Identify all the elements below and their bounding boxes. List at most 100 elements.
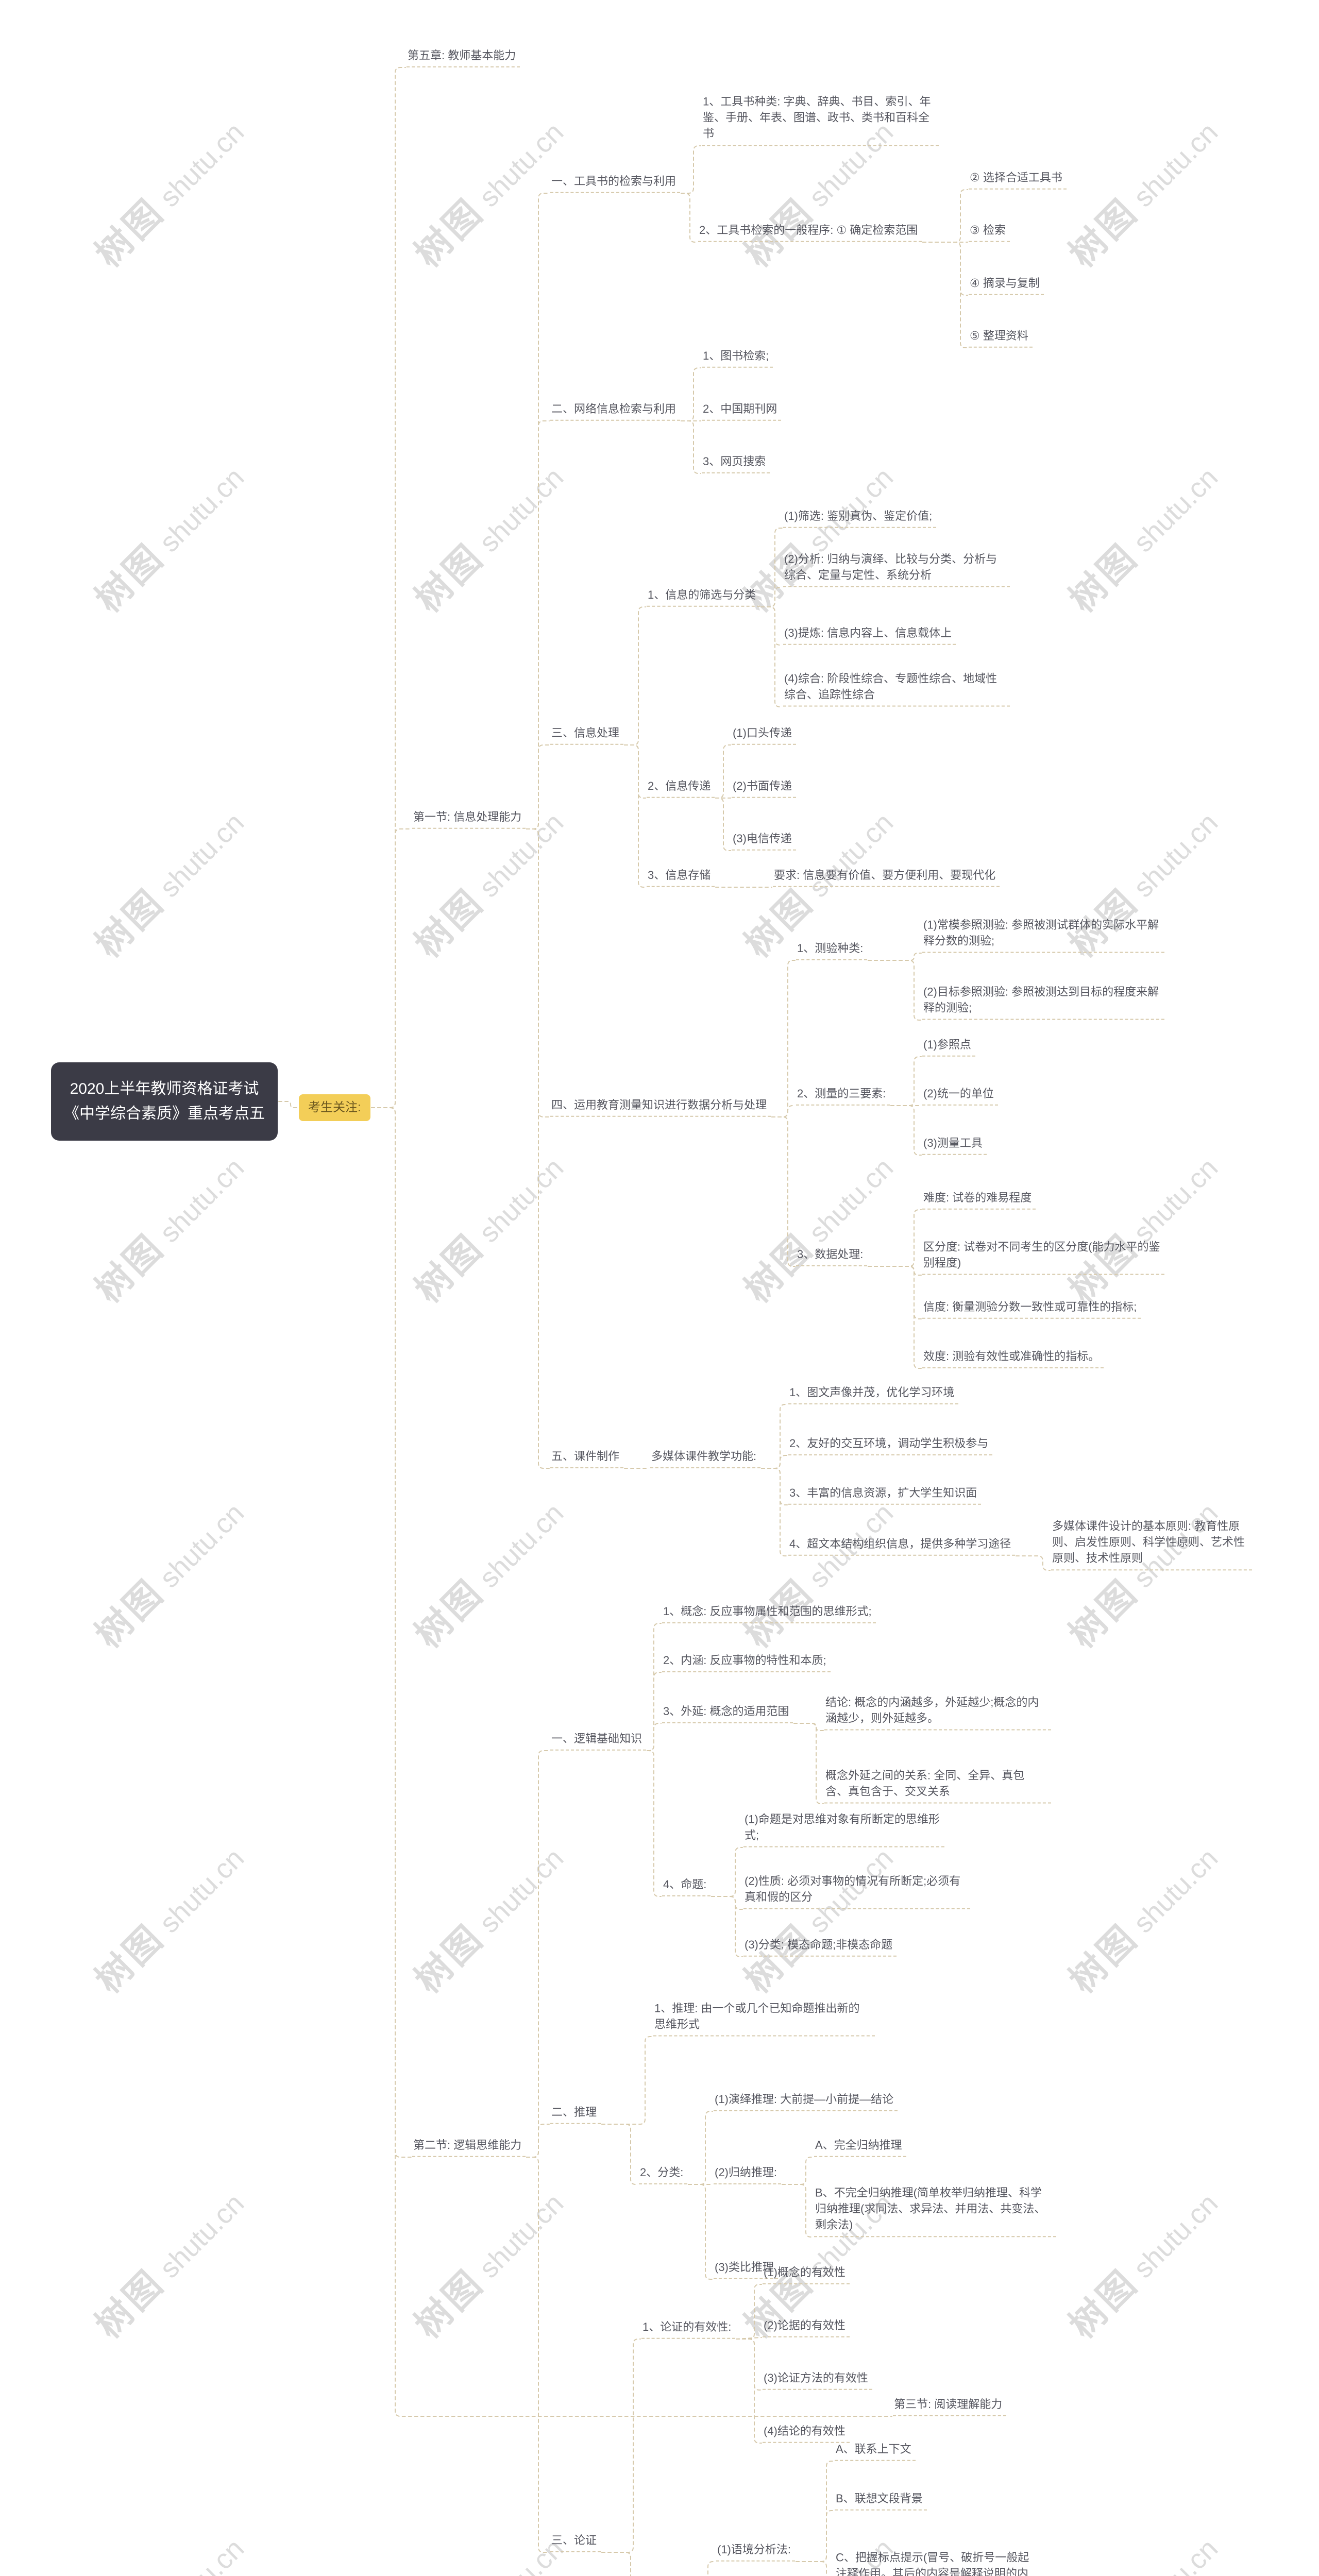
connector-edge [922,242,968,348]
connector-edge [526,2124,550,2158]
connector-edge [760,528,783,607]
mindmap-node[interactable]: 第三节: 阅读理解能力 [893,2396,1007,2416]
connector-edge [715,798,731,851]
mindmap-node[interactable]: 2、信息传递 [647,778,715,798]
connector-edge [796,2561,827,2576]
mindmap-node[interactable]: 难度: 试卷的难易程度 [922,1190,1036,1210]
connector-edge [736,2284,762,2340]
mindmap-node[interactable]: (1)筛选: 鉴别真伪、鉴定价值; [783,508,937,528]
mindmap-node[interactable]: 多媒体课件设计的基本原则: 教育性原则、启发性原则、科学性原则、艺术性原则、技术… [1051,1518,1252,1570]
mindmap-node[interactable]: (1)命题是对思维对象有所断定的思维形式; [743,1811,944,1848]
connector-edge [771,1105,796,1117]
mindmap-node[interactable]: 3、信息存储 [647,867,715,887]
connector-edge [711,1847,743,1897]
mindmap-node[interactable]: 三、信息处理 [550,725,624,745]
mindmap-node[interactable]: A、完全归纳推理 [814,2137,906,2157]
mindmap-node[interactable]: 2、工具书检索的一般程序: ① 确定检索范围 [698,222,922,242]
mindmap-node[interactable]: 三、论证 [550,2532,601,2552]
mindmap-node[interactable]: 二、推理 [550,2104,601,2124]
mindmap-node[interactable]: (2)性质: 必须对事物的情况有所断定;必须有真和假的区分 [743,1873,970,1909]
mindmap-node[interactable]: 要求: 信息要有价值、要方便利用、要现代化 [773,867,1000,887]
mindmap-node[interactable]: (1)口头传递 [732,725,796,745]
mindmap-node[interactable]: 1、测验种类: [796,940,868,960]
connector-edge [796,2510,834,2562]
mindmap-node[interactable]: 五、课件制作 [550,1448,624,1468]
connector-edge [681,145,701,194]
mindmap-node[interactable]: (2)分析: 归纳与演绎、比较与分类、分析与综合、定量与定性、系统分析 [783,551,1010,587]
mindmap-node[interactable]: (3)分类: 模态命题;非模态命题 [743,1937,897,1957]
mindmap-node[interactable]: 1、图文声像并茂，优化学习环境 [788,1384,959,1404]
mindmap-node[interactable]: 概念外延之间的关系: 全同、全异、真包含、真包含于、交叉关系 [824,1768,1051,1804]
mindmap-node[interactable]: 3、外延: 概念的适用范围 [662,1703,793,1723]
mindmap-node[interactable]: 1、图书检索; [702,348,773,368]
mindmap-node[interactable]: (1)常模参照测验: 参照被测试群体的实际水平解释分数的测验; [922,917,1164,953]
mindmap-node[interactable]: (3)类比推理 [714,2259,778,2279]
mindmap-node[interactable]: 二、网络信息检索与利用 [550,401,681,421]
mindmap-node[interactable]: (4)结论的有效性 [763,2423,850,2443]
mindmap-node[interactable]: (2)目标参照测验: 参照被测达到目标的程度来解释的测验; [922,984,1164,1020]
mindmap-node[interactable]: 信度: 衡量测验分数一致性或可靠性的指标; [922,1299,1141,1319]
mindmap-node[interactable]: 4、命题: [662,1876,711,1896]
mindmap-node[interactable]: (1)语境分析法: [716,2541,796,2562]
mindmap-node[interactable]: 效度: 测验有效性或准确性的指标。 [922,1348,1104,1368]
mindmap-node[interactable]: 4、超文本结构组织信息，提供多种学习途径 [788,1536,1016,1556]
mindmap-node[interactable]: 结论: 概念的内涵越多，外延越少;概念的内涵越少，则外延越多。 [824,1694,1051,1731]
mindmap-node[interactable]: 四、运用教育测量知识进行数据分析与处理 [550,1097,771,1117]
mindmap-node[interactable]: 1、信息的筛选与分类 [647,587,760,607]
mindmap-node[interactable]: 第一节: 信息处理能力 [412,809,526,829]
mindmap-node[interactable]: 2、友好的交互环境，调动学生积极参与 [788,1435,993,1455]
mindmap-node[interactable]: 1、推理: 由一个或几个已知命题推出新的思维形式 [653,2001,875,2037]
mindmap-node[interactable]: 1、论证的有效性: [641,2319,736,2339]
mindmap-node[interactable]: 2、中国期刊网 [702,401,782,421]
mindmap-node[interactable]: C、把握标点提示(冒号、破折号一般起注释作用。其后的内容是解释说明的内容) [835,2549,1041,2576]
mindmap-node[interactable]: 一、逻辑基础知识 [550,1731,647,1751]
mindmap-node[interactable]: (2)论据的有效性 [763,2317,850,2337]
connector-edge [601,2338,641,2553]
mindmap-node[interactable]: A、联系上下文 [835,2441,916,2461]
mindmap-node[interactable]: 第二节: 逻辑思维能力 [412,2137,526,2157]
mindmap-node[interactable]: (3)测量工具 [922,1135,987,1155]
mindmap-node[interactable]: ⑤ 整理资料 [969,328,1033,348]
mindmap-node[interactable]: (2)统一的单位 [922,1086,998,1106]
mindmap-node[interactable]: 3、数据处理: [796,1246,868,1266]
mindmap-node[interactable]: 2、分类: [639,2164,688,2184]
connector-edge [922,189,968,243]
connector-edge [526,828,550,1469]
mindmap-node[interactable]: (1)演绎推理: 大前提—小前提—结论 [714,2091,898,2111]
mindmap-node[interactable]: B、不完全归纳推理(简单枚举归纳推理、科学归纳推理(求同法、求异法、并用法、共变… [814,2184,1056,2237]
mindmap-node[interactable]: 区分度: 试卷对不同考生的区分度(能力水平的鉴别程度) [922,1239,1164,1275]
mindmap-node[interactable]: ③ 检索 [969,222,1010,242]
connector-edge [761,1455,788,1469]
mindmap-node[interactable]: (1)概念的有效性 [763,2264,850,2284]
mindmap-node[interactable]: (4)综合: 阶段性综合、专题性综合、地域性综合、追踪性综合 [783,671,1010,707]
mindmap-node[interactable]: (1)参照点 [922,1037,975,1057]
connector-edge [647,1723,662,1751]
mindmap-node[interactable]: (2)书面传递 [732,778,796,798]
mindmap-node[interactable]: (3)电信传递 [732,831,796,851]
connector-edge [890,1105,922,1156]
mindmap-node[interactable]: ② 选择合适工具书 [969,170,1067,190]
mindmap-node[interactable]: ④ 摘录与复制 [969,275,1044,295]
mindmap-node[interactable]: (3)论证方法的有效性 [763,2370,872,2390]
root-node[interactable]: 2020上半年教师资格证考试《中学综合素质》重点考点五 [51,1062,278,1141]
mindmap-node[interactable]: 多媒体课件教学功能: [650,1448,761,1468]
mindmap-node[interactable]: 1、概念: 反应事物属性和范围的思维形式; [662,1603,876,1623]
mindmap-node[interactable]: 一、工具书的检索与利用 [550,173,681,193]
mindmap-node[interactable]: B、联想文段背景 [835,2490,927,2511]
mindmap-node[interactable]: 1、工具书种类: 字典、辞典、书目、索引、年鉴、手册、年表、图谱、政书、类书和百… [702,93,939,146]
connector-edge [1016,1555,1051,1571]
mindmap-node[interactable]: 2、内涵: 反应事物的特性和本质; [662,1652,831,1672]
connector-edge [715,744,731,799]
mindmap-node[interactable]: 3、丰富的信息资源，扩大学生知识面 [788,1485,982,1505]
connector-edge [711,1896,743,1957]
mindmap-node[interactable]: 第五章: 教师基本能力 [407,47,520,67]
mindmap-node[interactable]: 2、测量的三要素: [796,1086,890,1106]
connector-edge [736,2337,762,2340]
mindmap-node[interactable]: 3、网页搜索 [702,453,770,473]
mindmap-node[interactable]: (2)归纳推理: [714,2164,782,2184]
mindmap-node[interactable]: (3)提炼: 信息内容上、信息载体上 [783,625,956,645]
highlight-node[interactable]: 考生关注: [299,1094,370,1121]
